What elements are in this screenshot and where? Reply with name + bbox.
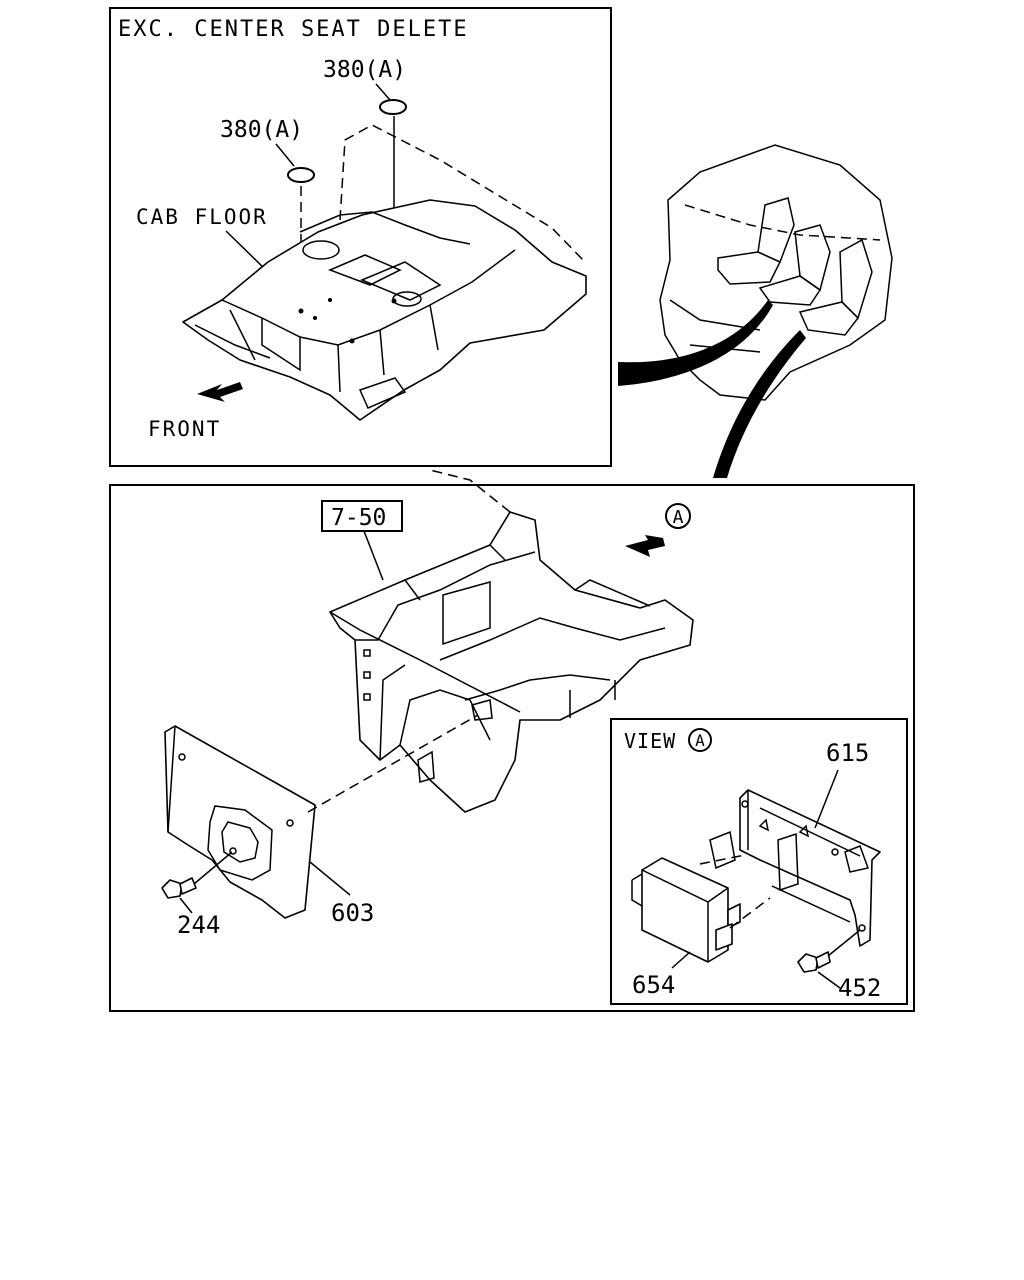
pointer-main-panel [713, 330, 806, 478]
view-a-title-circle [688, 728, 712, 752]
label-615: 615 [826, 739, 869, 767]
ref-box-7-50 [321, 500, 403, 532]
seat-left [717, 251, 782, 285]
module-654 [631, 857, 741, 963]
label-603: 603 [331, 899, 374, 927]
view-a-title: VIEW [624, 729, 676, 753]
view-a-panel-frame [610, 718, 908, 1005]
label-cab-floor: CAB FLOOR [136, 205, 268, 229]
main-panel-frame [109, 484, 915, 1012]
cab-floor-drawing [182, 124, 587, 421]
leader-615 [814, 769, 839, 829]
leader-7-50 [363, 530, 384, 581]
panel-603 [164, 725, 316, 919]
front-arrow-icon [197, 382, 243, 402]
view-a-panel: VIEW A 615 654 [610, 718, 908, 1005]
bolt-244 [161, 877, 197, 899]
pointer-top-panel [618, 300, 773, 386]
leader-603 [309, 861, 351, 896]
label-380-lower: 380(A) [220, 117, 303, 143]
label-654: 654 [632, 971, 675, 999]
view-a-title-marker: A [695, 731, 705, 750]
leader-380-lower [275, 143, 295, 167]
axis-bolt-244 [193, 851, 233, 885]
label-244: 244 [177, 911, 220, 939]
main-panel: 7-50 A [109, 469, 915, 1012]
floor-opening [442, 581, 491, 646]
bolt-452 [797, 951, 831, 973]
plug-380-upper [379, 99, 407, 115]
floor-pan-drawing [329, 469, 694, 813]
label-380-upper: 380(A) [323, 57, 406, 83]
ref-label-7-50: 7-50 [331, 505, 386, 531]
leader-452 [817, 971, 841, 989]
top-panel-title: EXC. CENTER SEAT DELETE [118, 17, 469, 42]
leader-380-upper [375, 83, 391, 101]
top-panel-frame [109, 7, 612, 467]
axis-bolt-452 [827, 929, 861, 957]
top-panel: EXC. CENTER SEAT DELETE 380(A) 380(A) CA… [109, 7, 612, 467]
seat-center [758, 275, 822, 306]
assembly-line-654-upper [699, 854, 746, 865]
assembly-line-603 [307, 714, 479, 813]
plug-380-lower [287, 167, 315, 183]
assembly-line-654-lower [729, 897, 771, 929]
seat-right [798, 301, 859, 336]
view-a-marker-circle [665, 503, 691, 529]
bracket-615 [709, 789, 881, 947]
view-a-arrow-icon [625, 535, 665, 557]
view-a-marker: A [673, 507, 684, 528]
label-452: 452 [838, 974, 881, 1002]
leader-cab-floor [225, 230, 269, 273]
label-front: FRONT [148, 417, 221, 441]
leader-654 [671, 951, 691, 969]
leader-244 [179, 897, 193, 914]
cab-interior-inset [618, 144, 893, 478]
